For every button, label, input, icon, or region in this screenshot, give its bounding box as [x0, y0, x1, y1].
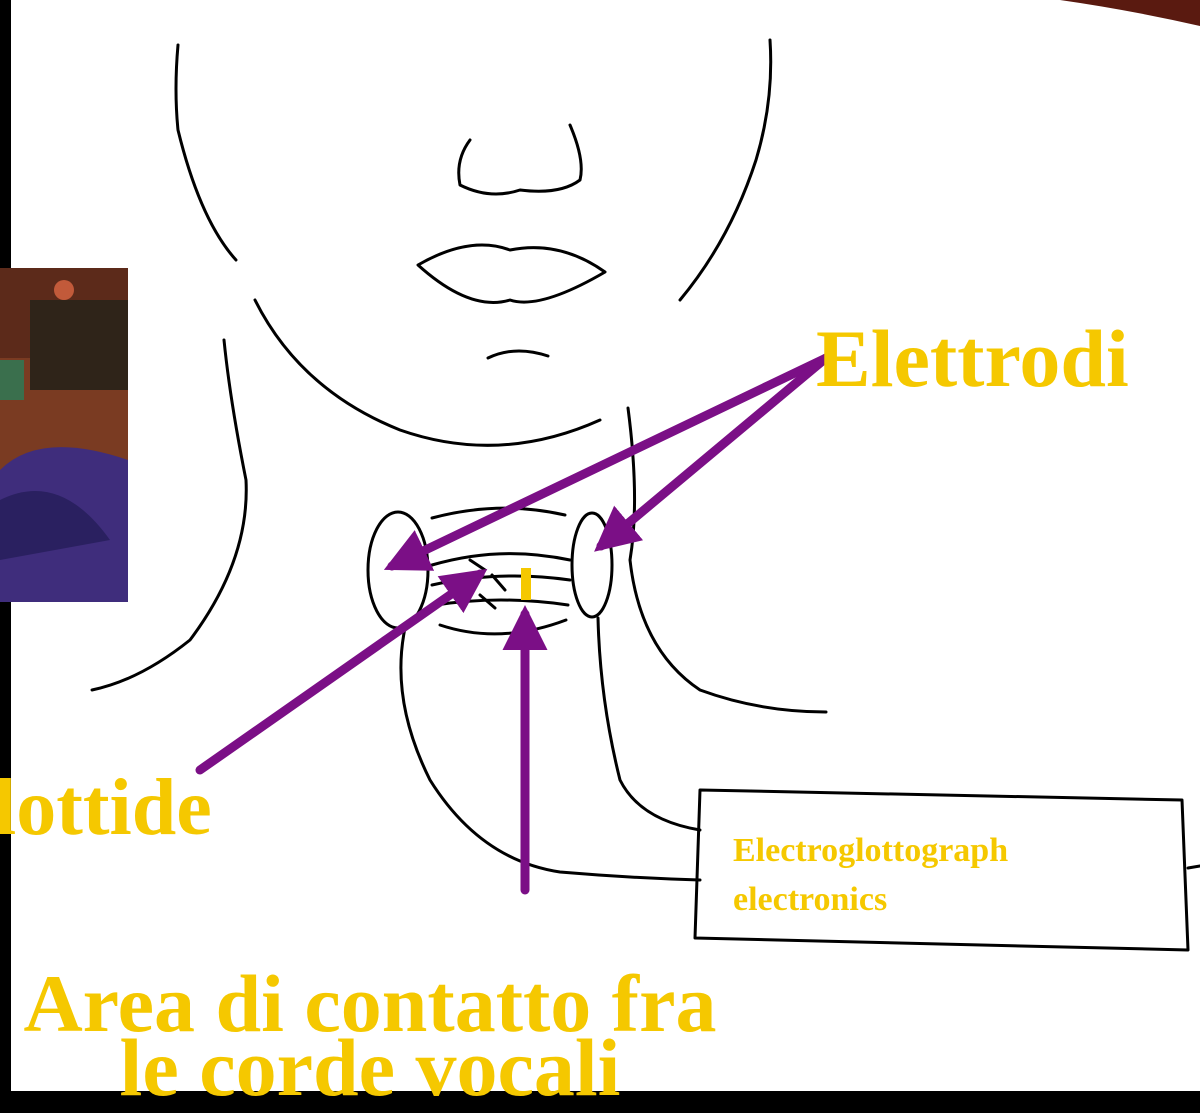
egg-box-label-line2: electronics: [733, 875, 1008, 924]
electrodes-label: Elettrodi: [816, 318, 1129, 400]
glottis-label: lottide: [0, 768, 212, 848]
egg-box-label: Electroglottograph electronics: [733, 826, 1008, 925]
contact-area-marker: [521, 568, 531, 600]
contact-area-label: Area di contatto fra le corde vocali: [0, 972, 740, 1100]
inset-photo: [0, 268, 128, 602]
egg-box-label-line1: Electroglottograph: [733, 826, 1008, 875]
